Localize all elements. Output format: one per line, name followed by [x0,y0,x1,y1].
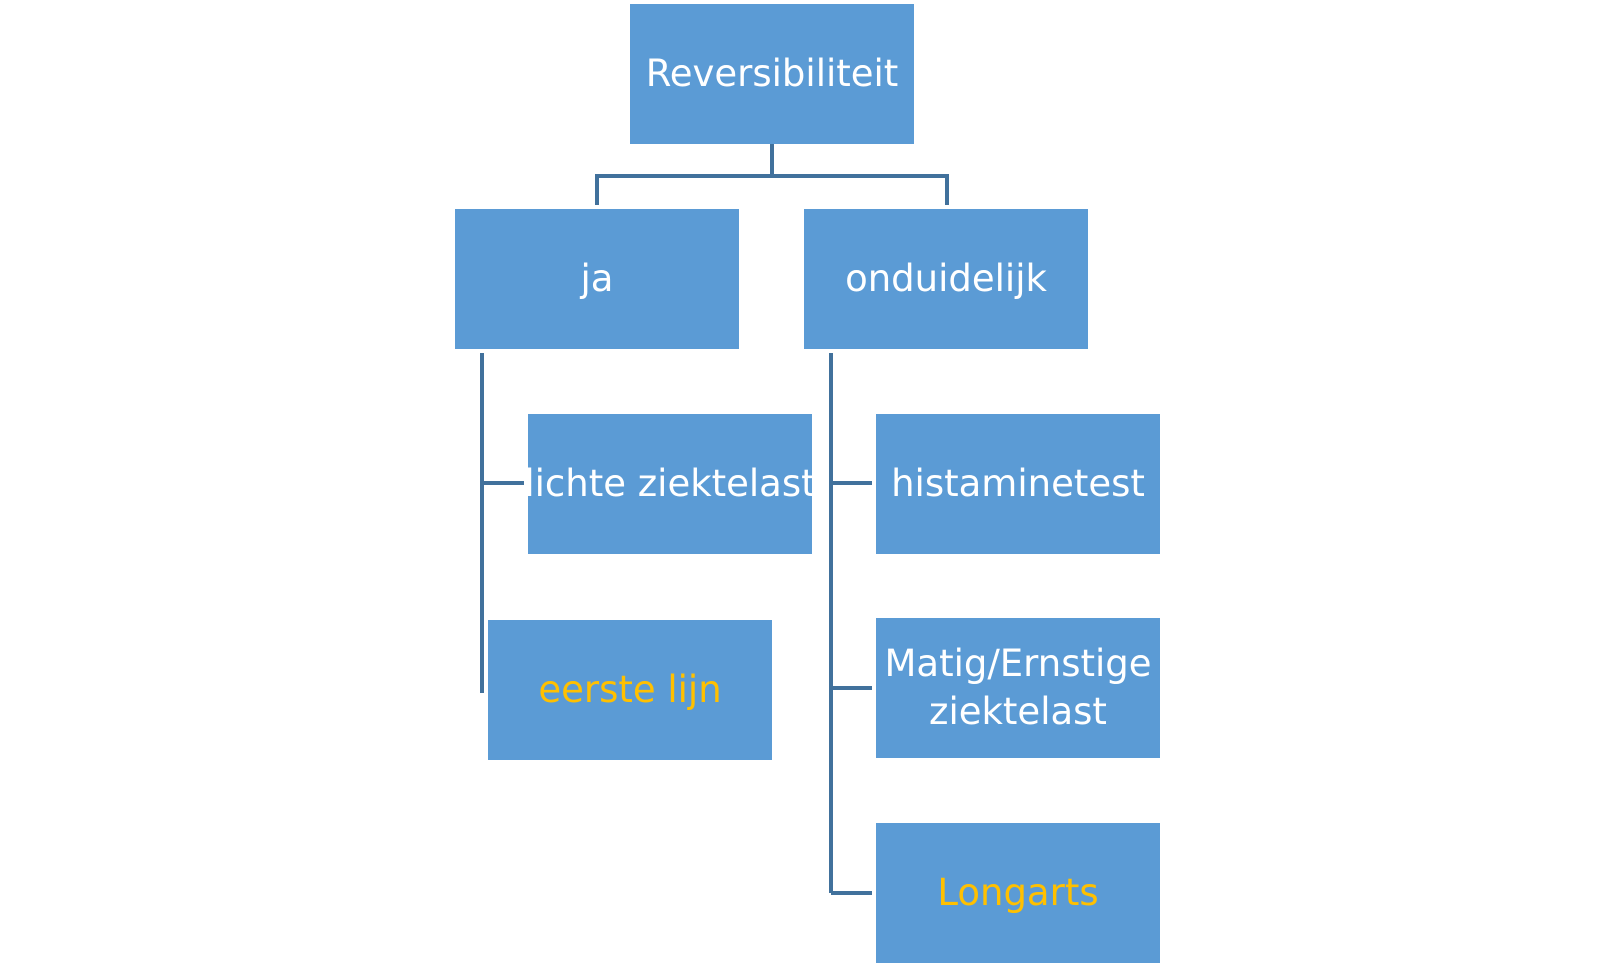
node-reversibiliteit: Reversibiliteit [630,4,914,144]
connector-root-to-children [595,144,774,205]
node-label: Reversibiliteit [645,52,899,95]
node-longarts: Longarts [876,823,1160,963]
node-label: Longarts [937,871,1099,914]
node-label: ja [580,257,614,300]
node-eerste-lijn: eerste lijn [488,620,772,760]
node-label: lichte ziektelast [524,462,816,505]
node-label-group: Matig/Ernstige ziektelast [884,640,1151,736]
node-label: onduidelijk [845,257,1047,300]
node-label-line-1: Matig/Ernstige [884,642,1152,685]
node-matig-ernstige-ziektelast: Matig/Ernstige ziektelast [876,618,1160,758]
node-ja: ja [455,209,739,349]
node-lichte-ziektelast: lichte ziektelast [524,414,816,554]
node-onduidelijk: onduidelijk [804,209,1088,349]
node-label-line-2: ziektelast [929,690,1107,733]
node-histaminetest: histaminetest [876,414,1160,554]
node-label: eerste lijn [538,668,722,711]
connector-root-to-onduidelijk [772,174,949,205]
node-label: histaminetest [891,462,1145,505]
